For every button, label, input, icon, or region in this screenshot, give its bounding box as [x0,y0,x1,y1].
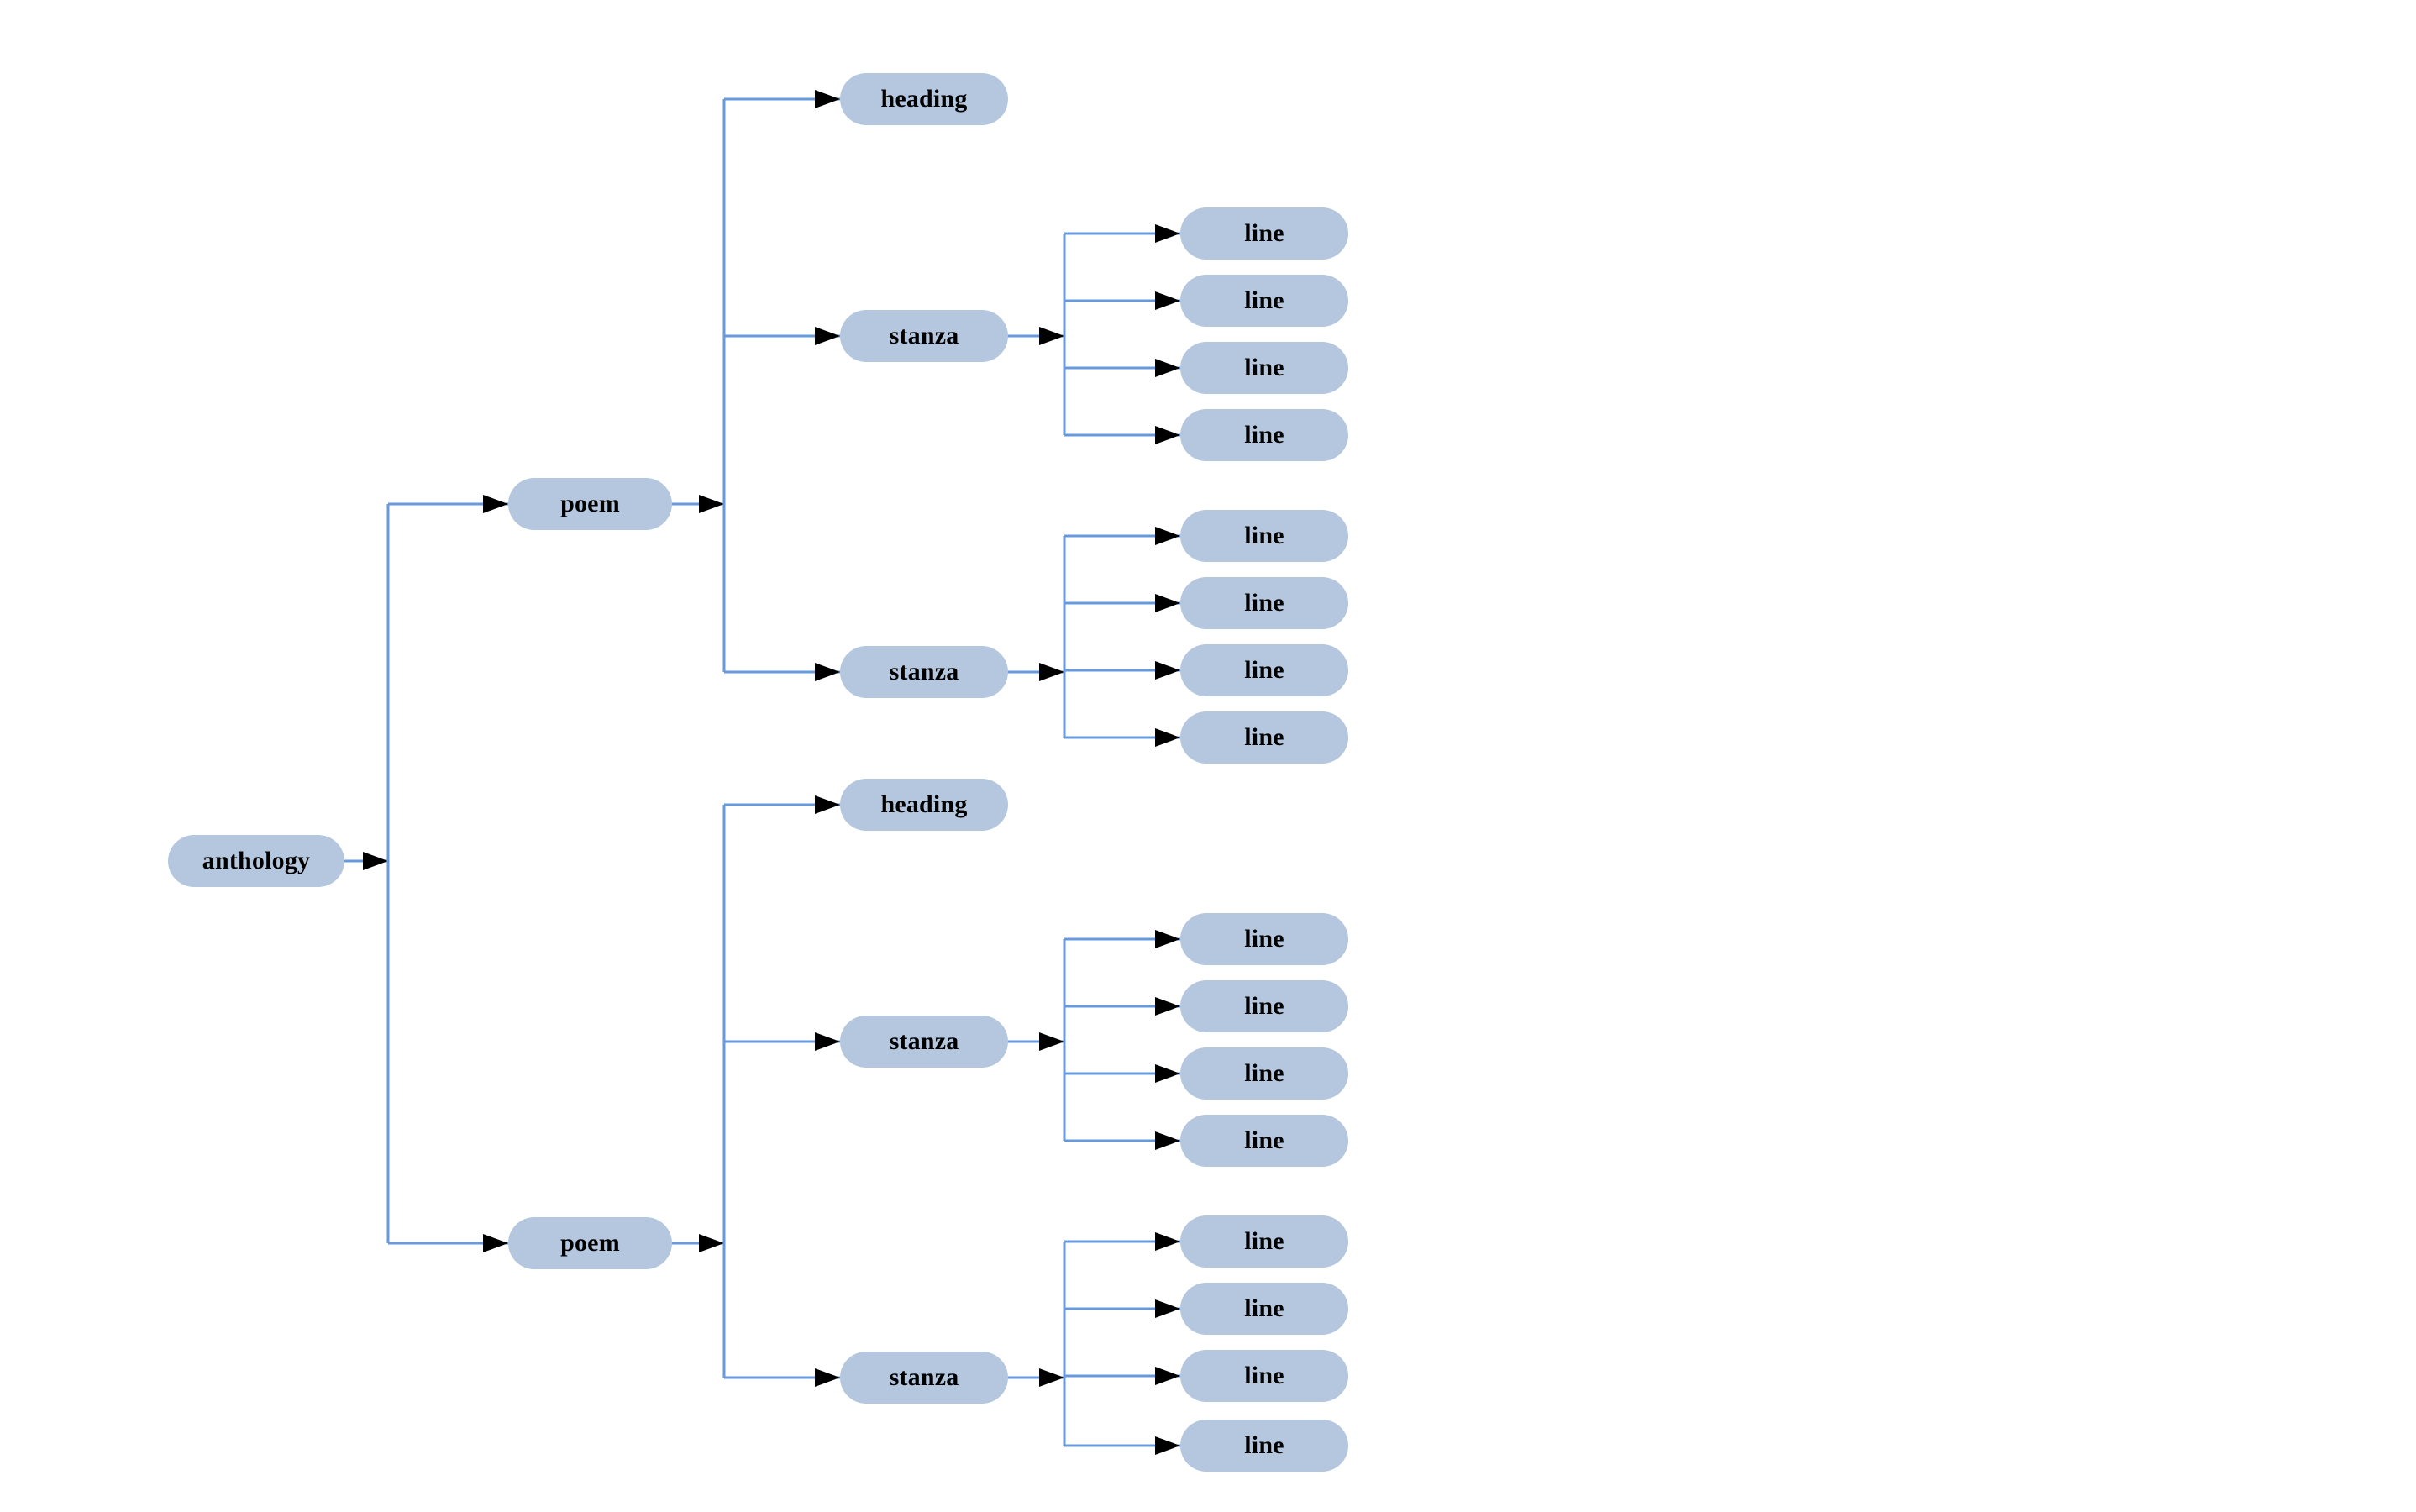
arrowhead-into-trunk-stanza-3 [1039,1032,1064,1051]
arrowhead-into-trunk-stanza-4 [1039,1368,1064,1387]
arrowhead-into-poem-2 [483,1234,508,1252]
node-line-3-4[interactable]: line [1180,1115,1348,1167]
arrowhead-into-heading-1 [815,90,840,108]
node-line-4-1[interactable]: line [1180,1215,1348,1268]
node-line-2-2[interactable]: line [1180,577,1348,629]
node-line-3-1[interactable]: line [1180,913,1348,965]
arrowhead-into-line-1-4 [1155,426,1180,444]
node-label-line-1-3: line [1244,354,1284,381]
arrowhead-into-line-1-3 [1155,359,1180,377]
arrowhead-into-line-2-4 [1155,728,1180,747]
node-label-line-2-4: line [1244,723,1284,751]
arrowhead-into-line-3-1 [1155,930,1180,948]
node-line-2-1[interactable]: line [1180,510,1348,562]
node-line-1-1[interactable]: line [1180,207,1348,260]
arrowhead-into-line-1-1 [1155,224,1180,243]
node-label-line-1-2: line [1244,286,1284,314]
node-label-heading-2: heading [880,790,968,818]
node-stanza-1[interactable]: stanza [840,310,1008,362]
node-label-anthology: anthology [202,847,311,874]
arrowhead-into-heading-2 [815,795,840,814]
arrowhead-into-line-4-1 [1155,1232,1180,1251]
arrowhead-into-line-1-2 [1155,291,1180,310]
node-line-4-2[interactable]: line [1180,1283,1348,1335]
node-label-line-3-1: line [1244,925,1284,953]
arrowhead-into-stanza-3 [815,1032,840,1051]
node-poem-2[interactable]: poem [508,1217,672,1269]
node-label-line-2-1: line [1244,522,1284,549]
node-label-line-3-4: line [1244,1126,1284,1154]
arrowhead-into-trunk-poem-2 [699,1234,724,1252]
node-line-4-4[interactable]: line [1180,1420,1348,1472]
node-line-4-3[interactable]: line [1180,1350,1348,1402]
arrowhead-into-trunk-anthology [363,852,388,870]
arrowhead-into-line-3-3 [1155,1064,1180,1083]
node-stanza-4[interactable]: stanza [840,1352,1008,1404]
arrowhead-into-trunk-stanza-2 [1039,663,1064,681]
arrowhead-into-line-4-2 [1155,1299,1180,1318]
arrowhead-into-line-4-3 [1155,1367,1180,1385]
arrowhead-into-trunk-stanza-1 [1039,327,1064,345]
node-label-line-2-2: line [1244,589,1284,617]
node-label-line-4-4: line [1244,1431,1284,1459]
arrowhead-into-line-2-3 [1155,661,1180,680]
node-heading-1[interactable]: heading [840,73,1008,125]
node-poem-1[interactable]: poem [508,478,672,530]
arrowhead-into-stanza-2 [815,663,840,681]
arrowhead-into-trunk-poem-1 [699,495,724,513]
arrowhead-into-line-4-4 [1155,1436,1180,1455]
node-label-stanza-1: stanza [889,322,959,349]
node-anthology[interactable]: anthology [168,835,344,887]
arrowhead-into-poem-1 [483,495,508,513]
node-line-3-3[interactable]: line [1180,1047,1348,1100]
node-label-line-3-2: line [1244,992,1284,1020]
node-stanza-3[interactable]: stanza [840,1016,1008,1068]
node-label-line-4-3: line [1244,1362,1284,1389]
node-label-poem-2: poem [560,1229,620,1257]
node-stanza-2[interactable]: stanza [840,646,1008,698]
node-label-line-1-4: line [1244,421,1284,449]
node-line-2-4[interactable]: line [1180,711,1348,764]
node-label-line-1-1: line [1244,219,1284,247]
node-label-stanza-3: stanza [889,1027,959,1055]
arrowhead-into-stanza-4 [815,1368,840,1387]
node-label-poem-1: poem [560,490,620,517]
arrowhead-into-line-3-4 [1155,1131,1180,1150]
node-heading-2[interactable]: heading [840,779,1008,831]
node-label-stanza-4: stanza [889,1363,959,1391]
node-label-line-3-3: line [1244,1059,1284,1087]
node-line-1-2[interactable]: line [1180,275,1348,327]
node-label-line-2-3: line [1244,656,1284,684]
arrowhead-into-stanza-1 [815,327,840,345]
node-line-1-3[interactable]: line [1180,342,1348,394]
node-line-2-3[interactable]: line [1180,644,1348,696]
node-line-3-2[interactable]: line [1180,980,1348,1032]
node-line-1-4[interactable]: line [1180,409,1348,461]
node-label-heading-1: heading [880,85,968,113]
arrowhead-into-line-2-2 [1155,594,1180,612]
node-label-stanza-2: stanza [889,658,959,685]
arrowhead-into-line-3-2 [1155,997,1180,1016]
node-label-line-4-2: line [1244,1294,1284,1322]
node-label-line-4-1: line [1244,1227,1284,1255]
arrowhead-into-line-2-1 [1155,527,1180,545]
